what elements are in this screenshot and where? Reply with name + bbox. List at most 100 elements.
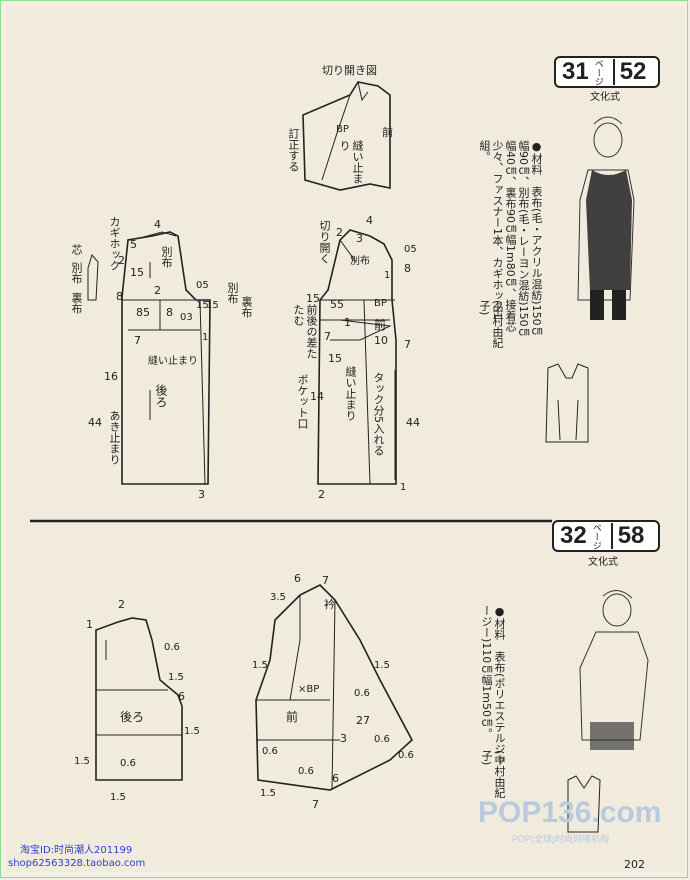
front2-n15a: 1.5 <box>252 660 268 671</box>
front-n1b: 1 <box>400 482 407 493</box>
slash-front: 前 <box>382 126 393 139</box>
back-opening: あき止まり <box>108 410 121 465</box>
back2-n15b: 1.5 <box>184 726 200 737</box>
front2-n35: 3.5 <box>270 592 286 603</box>
front-adjust: 前後の差たたむ <box>292 304 318 359</box>
back-title: 後ろ <box>154 384 168 408</box>
ref-number-right: 58 <box>617 522 645 549</box>
front2-n27: 27 <box>356 714 370 727</box>
front-n2: 2 <box>336 226 343 239</box>
back-n2b: 2 <box>154 284 161 297</box>
back2-n06a: 0.6 <box>164 642 180 653</box>
front2-n06c: 0.6 <box>398 750 414 761</box>
back2-title: 後ろ <box>120 710 145 724</box>
back2-n15a: 1.5 <box>168 672 184 683</box>
back2-n2: 2 <box>118 598 125 611</box>
back-sep-fabric: 別布 <box>70 262 83 284</box>
front-n44: 44 <box>406 416 420 429</box>
back-n44: 44 <box>88 416 102 429</box>
shop-line-2: shop62563328.taobao.com <box>8 858 146 869</box>
back2-n15c: 1.5 <box>74 756 90 767</box>
back-n85: 85 <box>136 306 150 319</box>
credit-2: (中村由紀子) <box>480 750 506 799</box>
front2-collar: 衿 <box>324 598 335 611</box>
front2-n15c: 1.5 <box>260 788 276 799</box>
slash-correct: 訂正する <box>287 128 300 172</box>
front2-n15b: 1.5 <box>374 660 390 671</box>
back-n3: 3 <box>198 488 205 501</box>
back-sew-stop: 縫い止まり <box>148 356 198 367</box>
front2-bp: ×BP <box>298 684 320 695</box>
back-n15c: 15 <box>206 300 219 311</box>
front-tuck: タック分5入れる <box>372 372 385 456</box>
back-n8: 8 <box>166 306 173 319</box>
back-n7: 7 <box>134 334 141 347</box>
front-slash-open: 切り開く <box>318 220 331 264</box>
back-n03: 03 <box>180 312 193 323</box>
ref-number-right: 52 <box>619 58 647 85</box>
front2-n3: 3 <box>340 732 347 745</box>
front2-n06b: 0.6 <box>374 734 390 745</box>
front-n8: 8 <box>404 262 411 275</box>
back2-n06b: 0.6 <box>120 758 136 769</box>
front-n55: 55 <box>330 298 344 311</box>
back-n1: 1 <box>202 332 209 343</box>
front-n2b: 2 <box>318 488 325 501</box>
shop-line-1: 淘宝ID:时尚潮人201199 <box>20 845 133 856</box>
back-n15b: 15 <box>196 300 209 311</box>
back-interfacing: 芯 <box>70 244 83 255</box>
front-n3: 3 <box>356 232 363 245</box>
watermark-logo: POP136.com <box>478 796 662 829</box>
front-n15b: 15 <box>328 352 342 365</box>
back-lining: 裏布 <box>70 292 83 314</box>
watermark-sub: POP(全球)时尚网络机构 <box>512 834 610 844</box>
front-n14: 14 <box>310 390 324 403</box>
front2-n6: 6 <box>294 572 301 585</box>
back2-n15d: 1.5 <box>110 792 126 803</box>
back-n15a: 15 <box>130 266 144 279</box>
front-n05: 05 <box>404 244 417 255</box>
method-label-1: 文化式 <box>590 92 620 103</box>
ref-number-left: 31 <box>562 58 589 85</box>
back-n05: 05 <box>196 280 209 291</box>
badge-divider <box>612 59 615 85</box>
front2-n7b: 7 <box>312 798 319 811</box>
back-sep-right: 別布 <box>226 282 239 304</box>
front-n4: 4 <box>366 214 373 227</box>
front-n1c: 1 <box>384 270 391 281</box>
front2-n7a: 7 <box>322 574 329 587</box>
slash-sew: 縫い止まり <box>338 140 364 184</box>
page-label: ページ <box>590 522 601 550</box>
back2-n6: 6 <box>178 690 185 703</box>
method-label-2: 文化式 <box>588 557 618 568</box>
back-n5: 5 <box>130 238 137 251</box>
front-sep: 別布 <box>350 256 370 267</box>
page-ref-badge-2: 32 ページ 58 <box>552 520 660 552</box>
back-n8b: 8 <box>116 290 123 303</box>
slash-title: 切り開き図 <box>322 64 377 77</box>
materials-text-2: ●材料 表布(ポリエステルジャージー)110㎝幅1m50㎝。 <box>480 605 506 766</box>
ref-number-left: 32 <box>560 522 587 549</box>
front-sew-stop: 縫い止まり <box>344 366 357 421</box>
back-n16: 16 <box>104 370 118 383</box>
front-title: 前 <box>374 318 387 332</box>
back-sep-fabric-2: 別布 <box>160 246 173 268</box>
back-n2a: 2 <box>118 254 125 267</box>
badge-divider <box>610 523 613 549</box>
front2-title: 前 <box>286 710 299 724</box>
page-number: 202 <box>624 858 645 871</box>
front2-n06e: 0.6 <box>262 746 278 757</box>
front-pocket: ポケット口 <box>296 374 309 429</box>
front2-n6b: 6 <box>332 772 339 785</box>
front-n7: 7 <box>324 330 331 343</box>
back2-n1: 1 <box>86 618 93 631</box>
front-bp: BP <box>374 298 387 309</box>
page-label: ページ <box>592 58 603 86</box>
front-n7b: 7 <box>404 338 411 351</box>
back-n4: 4 <box>154 218 161 231</box>
front2-n06a: 0.6 <box>354 688 370 699</box>
back-hook: カギホック <box>108 216 121 271</box>
page-ref-badge-1: 31 ページ 52 <box>554 56 660 88</box>
